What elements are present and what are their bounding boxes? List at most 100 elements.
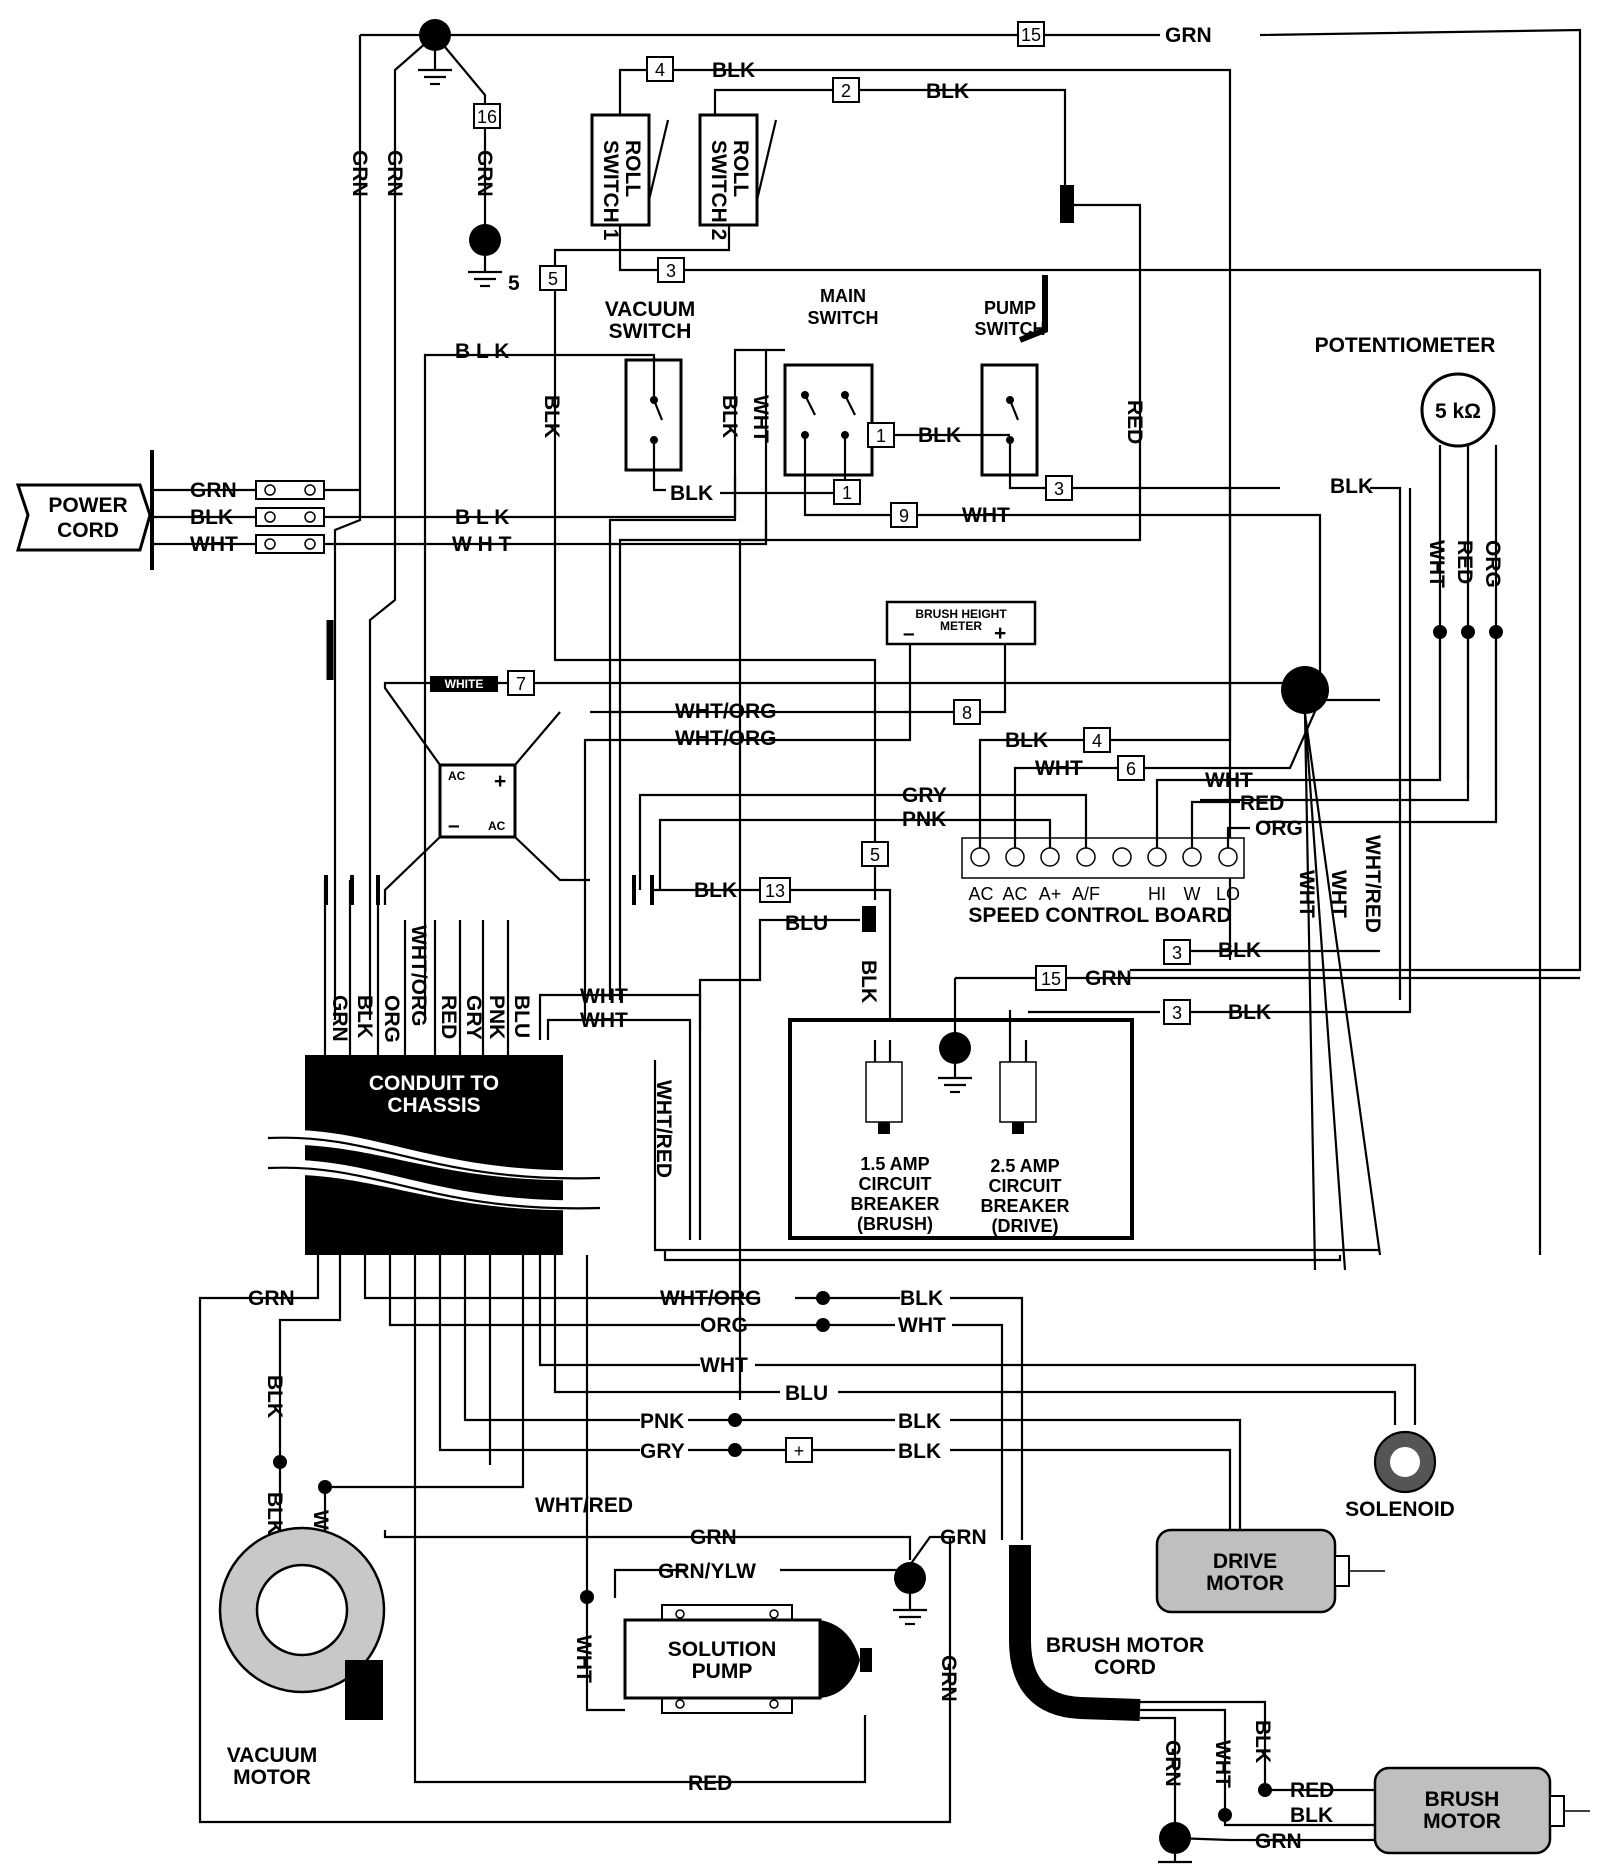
grn-top-label: GRN: [1165, 24, 1212, 47]
switch-bank: BLK 1 B L K 1 BLK 3 BLK 9 WHT BLK WHT: [423, 340, 1402, 1015]
bridge-body: [438, 763, 517, 839]
conduit-wire-gry: GRY: [462, 995, 485, 1040]
speed-control-board: AC AC A+ A/F HI W LO SPEED CONTROL BOARD…: [638, 488, 1384, 1271]
breaker-brush-l3: BREAKER: [850, 1194, 939, 1214]
top-ground-bus: 5 15 GRN 16 GRN GRN GRN: [333, 19, 1582, 1020]
blk-label-main-v: BLK: [718, 395, 741, 438]
gry-bottom: GRY: [640, 1440, 685, 1463]
blk-bottom-2: BLK: [898, 1410, 941, 1433]
blk-bottom-1: BLK: [900, 1287, 943, 1310]
brush-motor-label-b: MOTOR: [1423, 1810, 1501, 1833]
breaker-feed-wires: BLK 13 5 BLU BLK 3 BLK 15 GRN 3 BLK: [650, 488, 1580, 1060]
conduit-wire-red: RED: [437, 995, 460, 1039]
ground-node-5: [469, 224, 501, 256]
brush-cord-label-a: BRUSH MOTOR: [1046, 1634, 1204, 1657]
breaker-brush-l4: (BRUSH): [857, 1214, 933, 1234]
power-cord-plug: [15, 483, 152, 552]
wht-label-conduit1: WHT: [580, 985, 628, 1008]
grn-vac-ground: GRN: [690, 1526, 737, 1549]
grn-label-pump-v: GRN: [937, 1655, 960, 1702]
speed-board-title: SPEED CONTROL BOARD: [968, 904, 1231, 927]
vacuum-motor: VACUUM MOTOR: [218, 1526, 386, 1789]
wht-pump: WHT: [572, 1635, 595, 1683]
pump-switch-label-a: PUMP: [984, 298, 1036, 318]
white-label: WHITE: [445, 677, 484, 691]
ground-node-pump: [894, 1562, 926, 1594]
brush-height-meter: BRUSH HEIGHT METER – +: [583, 600, 1037, 1020]
roll-switches: 4 BLK 2 BLK ROLL SWITCH 1 ROLL SWITCH 2 …: [539, 56, 1542, 1400]
conduit-label-b: CHASSIS: [387, 1094, 480, 1117]
wht-label-main-v: WHT: [749, 395, 772, 443]
drive-motor-label-b: MOTOR: [1206, 1572, 1284, 1595]
bridge-ac1: AC: [448, 769, 466, 783]
breaker-brush-l1: 1.5 AMP: [860, 1154, 929, 1174]
wire-number-3b: 3: [1054, 479, 1064, 499]
blk-label-v5: BLK: [540, 395, 563, 438]
roll-switch-1: [590, 113, 651, 227]
bhm-label-b: METER: [940, 619, 982, 633]
blk-label-vac2: BLK: [263, 1492, 286, 1535]
pnk-bottom: PNK: [640, 1410, 684, 1433]
wht-bottom-2: WHT: [700, 1354, 748, 1377]
grn-ylw-pump: GRN/YLW: [658, 1560, 756, 1583]
wht-org-label-h: WHT/ORG: [675, 727, 776, 750]
bridge-rectifier: AC + – AC WHITE 7 WHT/ORG 8 WHT/ORG: [383, 670, 1290, 905]
bottom-wiring: GRN BLK BLK WHT WHT/ORG BLK ORG WHT WHT …: [198, 1255, 1417, 1824]
grn-label-bottom-left: GRN: [248, 1287, 295, 1310]
potentiometer: POTENTIOMETER 5 kΩ WHT RED ORG: [1200, 334, 1504, 824]
solution-pump-label-a: SOLUTION: [668, 1638, 777, 1661]
wire-number-1a: 1: [842, 483, 852, 503]
breaker-brush: [865, 1061, 903, 1123]
wht-label-conduit2: WHT: [580, 1009, 628, 1032]
grn-pump-right: GRN: [940, 1526, 987, 1549]
conduit-label-a: CONDUIT TO: [369, 1072, 499, 1095]
red-label-pump: RED: [1123, 400, 1146, 444]
wire-number-2: 2: [841, 81, 851, 101]
bhm-plus: +: [994, 622, 1006, 645]
wire-number-9: 9: [899, 506, 909, 526]
conduit-wire-wht-org: WHT/ORG: [407, 925, 430, 1026]
wht-org-label-8: WHT/ORG: [675, 700, 776, 723]
conduit-wire-blu: BLU: [510, 995, 533, 1038]
drive-motor-label-a: DRIVE: [1213, 1550, 1277, 1573]
brush-motor-grn: GRN: [1255, 1830, 1302, 1853]
wire-number-3: 3: [666, 261, 676, 281]
brush-motor-label-a: BRUSH: [1425, 1788, 1500, 1811]
circuit-breaker-box: 1.5 AMP CIRCUIT BREAKER (BRUSH) 2.5 AMP …: [788, 978, 1134, 1240]
solution-pump-body: [623, 1618, 822, 1700]
pot-org: ORG: [1481, 540, 1504, 588]
wht-label-9: WHT: [962, 504, 1010, 527]
potentiometer-title: POTENTIOMETER: [1315, 334, 1496, 357]
power-cord: POWER CORD GRN BLK WHT B L K W H T: [15, 450, 768, 570]
solution-pump-label-b: PUMP: [692, 1660, 753, 1683]
sc-term-aplus: A+: [1039, 884, 1062, 904]
wht-org-bottom: WHT/ORG: [660, 1287, 761, 1310]
blk-label-h1: B L K: [455, 340, 509, 363]
brush-cord-blk: BLK: [1251, 1720, 1274, 1763]
brush-motor: BRUSH MOTOR: [1373, 1766, 1590, 1855]
breaker-drive-l2: CIRCUIT: [989, 1176, 1062, 1196]
wht-red-bottom: WHT/RED: [535, 1494, 633, 1517]
fuse-plus-icon: +: [794, 1441, 805, 1461]
wht-label-r1: WHT: [1295, 870, 1318, 918]
brush-motor-blk: BLK: [1290, 1804, 1333, 1827]
roll-switch-2-label-a: ROLL: [729, 140, 752, 197]
red-pump: RED: [688, 1772, 732, 1795]
sc-blk-label: BLK: [1005, 729, 1048, 752]
sc-org-pot: ORG: [1255, 817, 1303, 840]
conduit-wire-org: ORG: [380, 995, 403, 1043]
wht-red-label-conduit: WHT/RED: [652, 1080, 675, 1178]
bridge-ac2: AC: [488, 819, 506, 833]
blk-label-vac1: BLK: [263, 1375, 286, 1418]
wire-number-5: 5: [548, 269, 558, 289]
ground-5-label: 5: [508, 272, 520, 295]
conduit-wire-blk: BLK: [353, 995, 376, 1038]
potentiometer-dial: [1420, 372, 1496, 448]
sc-term-lo: LO: [1216, 884, 1240, 904]
sc-wht-label: WHT: [1035, 757, 1083, 780]
sc-term-ac1: AC: [968, 884, 993, 904]
drive-motor: DRIVE MOTOR: [1155, 1528, 1385, 1614]
bridge-minus: –: [448, 814, 460, 837]
org-bottom: ORG: [700, 1314, 748, 1337]
sc-term-af: A/F: [1072, 884, 1100, 904]
